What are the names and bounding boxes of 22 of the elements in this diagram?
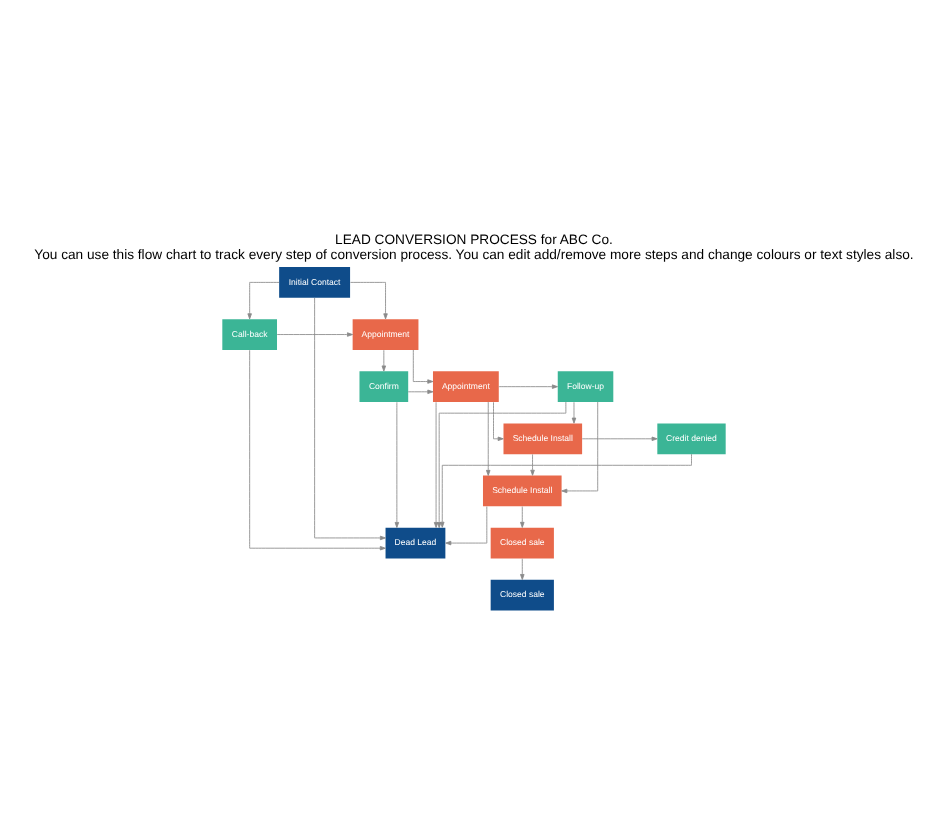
arrow	[530, 453, 535, 475]
arrow	[433, 400, 439, 527]
arrow	[249, 348, 386, 550]
arrow	[445, 505, 488, 545]
arrow	[381, 348, 387, 371]
arrow	[561, 400, 599, 493]
arrow	[498, 383, 558, 388]
arrow	[436, 400, 567, 528]
arrow	[520, 505, 525, 527]
arrow	[350, 281, 388, 319]
arrow	[394, 400, 400, 527]
arrow	[486, 400, 491, 475]
arrow	[571, 400, 577, 423]
arrow	[412, 348, 434, 383]
arrow	[493, 400, 504, 441]
arrow	[314, 296, 386, 540]
arrow	[581, 435, 658, 441]
arrow	[520, 557, 525, 579]
arrow	[407, 388, 434, 393]
arrow	[276, 331, 353, 336]
arrow	[440, 452, 692, 527]
arrow	[247, 281, 280, 319]
